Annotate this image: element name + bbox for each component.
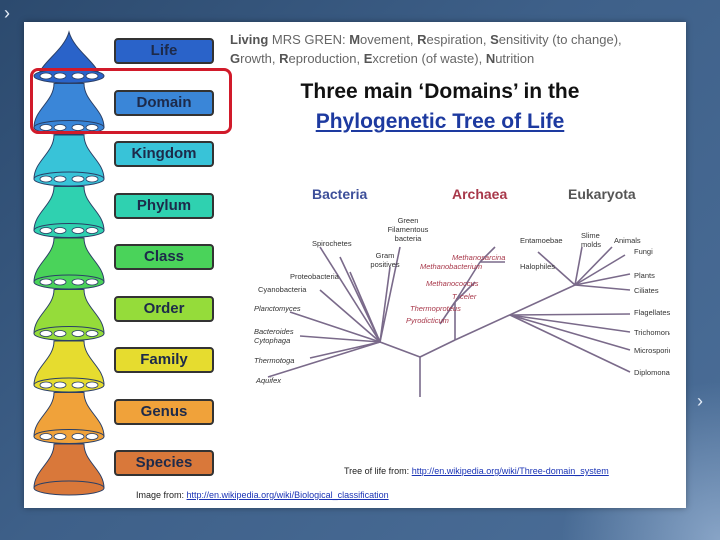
intro-mnemonic: MRS GREN:: [271, 32, 346, 47]
level-cone-kingdom: [33, 134, 105, 187]
eukaryota-label: Microsporidia: [634, 346, 670, 355]
title-line-2[interactable]: Phylogenetic Tree of Life: [315, 110, 565, 133]
domain-label-eukaryota: Eukaryota: [568, 186, 636, 202]
level-cone-phylum: [33, 186, 105, 238]
archaea-label: T. celer: [452, 292, 477, 301]
level-label-kingdom: Kingdom: [114, 141, 214, 167]
archaea-label: Halophiles: [520, 262, 555, 271]
hierarchy-cones: [33, 30, 105, 496]
archaea-label: Thermoproteus: [410, 304, 461, 313]
mnemonic-word: Movement,: [349, 32, 418, 47]
archaea-label: Methanococcus: [426, 279, 479, 288]
level-cone-class: [33, 237, 105, 290]
domain-label-archaea: Archaea: [452, 186, 507, 202]
level-cone-species: [33, 443, 105, 496]
mnemonic-word: Reproduction,: [279, 51, 364, 66]
bacteria-label: Spirochetes: [312, 239, 352, 248]
eukaryota-label: Fungi: [634, 247, 653, 256]
bacteria-label: Proteobacteria: [290, 272, 340, 281]
eukaryota-label: Diplomonads: [634, 368, 670, 377]
archaea-label: Pyrodicticum: [406, 316, 449, 325]
level-label-class: Class: [114, 244, 214, 270]
bacteria-label: Planctomyces: [254, 304, 301, 313]
level-label-family: Family: [114, 347, 214, 373]
archaea-label: Methanobacterium: [420, 262, 482, 271]
bacteria-label: bacteria: [395, 234, 423, 243]
mnemonic-text: Living MRS GREN: Movement, Respiration, …: [230, 30, 670, 68]
bacteria-label: Aquifex: [255, 376, 281, 385]
level-cone-family: [33, 340, 105, 393]
mnemonic-word: Excretion (of waste),: [363, 51, 486, 66]
bacteria-label: Green: [398, 216, 419, 225]
eukaryota-label: Entamoebae: [520, 236, 563, 245]
eukaryota-label: Plants: [634, 271, 655, 280]
eukaryota-label: Slime: [581, 231, 600, 240]
domain-label-bacteria: Bacteria: [312, 186, 367, 202]
level-label-genus: Genus: [114, 398, 214, 425]
chevron-right-icon: ›: [4, 3, 10, 23]
mnemonic-word: Sensitivity (to change),: [490, 32, 622, 47]
level-label-life: Life: [114, 38, 214, 64]
bacteria-label: Cytophaga: [254, 336, 290, 345]
eukaryota-label: molds: [581, 240, 601, 249]
eukaryota-label: Trichomonads: [634, 328, 670, 337]
bacteria-label: positives: [370, 260, 399, 269]
mnemonic-word: Nutrition: [485, 51, 535, 66]
image-credit-link[interactable]: http://en.wikipedia.org/wiki/Biological_…: [186, 490, 389, 500]
eukaryota-label: Flagellates: [634, 308, 670, 317]
tree-branches: [267, 246, 631, 397]
eukaryota-label: Animals: [614, 236, 641, 245]
tree-credit-link[interactable]: http://en.wikipedia.org/wiki/Three-domai…: [411, 466, 609, 476]
bacteria-label: Gram: [376, 251, 395, 260]
image-credit: Image from: http://en.wikipedia.org/wiki…: [136, 490, 389, 500]
bacteria-label: Thermotoga: [254, 356, 294, 365]
highlight-box: [30, 68, 232, 134]
level-cone-life: [33, 30, 105, 84]
bacteria-label: Bacteroides: [254, 327, 294, 336]
tree-credit: Tree of life from: http://en.wikipedia.o…: [344, 466, 609, 476]
eukaryota-label: Ciliates: [634, 286, 659, 295]
level-cone-genus: [33, 392, 105, 444]
mnemonic-word: Growth,: [230, 51, 280, 66]
level-cone-order: [33, 289, 105, 341]
level-label-order: Order: [114, 295, 214, 322]
intro-lead: Living: [230, 32, 269, 47]
chevron-right-icon: ›: [697, 391, 703, 411]
level-label-phylum: Phylum: [114, 192, 214, 219]
level-label-species: Species: [114, 450, 214, 476]
archaea-label: Methanosarcina: [452, 253, 505, 262]
image-credit-prefix: Image from:: [136, 490, 185, 500]
title-line-1: Three main ‘Domains’ in the: [300, 80, 580, 103]
mnemonic-word: Respiration,: [417, 32, 491, 47]
tree-credit-prefix: Tree of life from:: [344, 466, 410, 476]
bacteria-label: Cyanobacteria: [258, 285, 307, 294]
bacteria-label: Filamentous: [388, 225, 429, 234]
phylogenetic-tree: Bacteria Archaea EukaryotaGreenFilamentous…: [254, 186, 670, 397]
level-label-domain: Domain: [114, 89, 214, 116]
